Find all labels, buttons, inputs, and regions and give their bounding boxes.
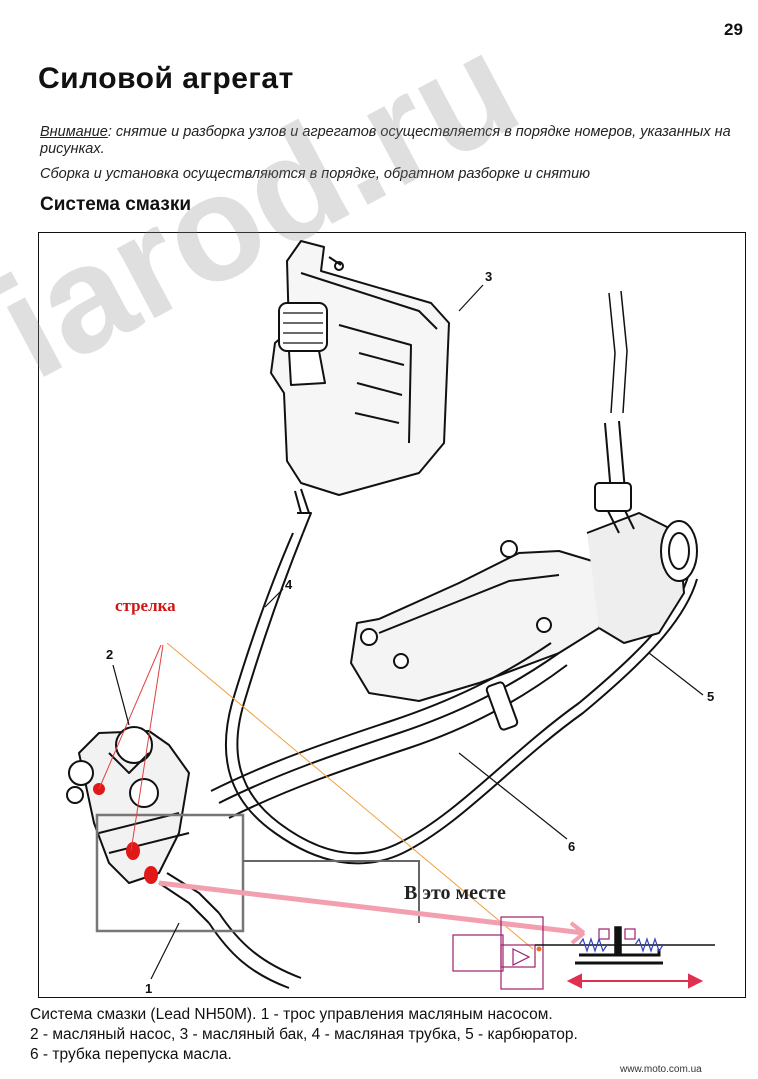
attention-note: Внимание: снятие и разборка узлов и агре… <box>40 124 740 158</box>
footer-url: www.moto.com.ua <box>620 1064 702 1075</box>
label-number-5: 5 <box>707 689 714 704</box>
label-number-6: 6 <box>568 839 575 854</box>
page-number: 29 <box>724 20 743 39</box>
label-number-2: 2 <box>106 647 113 662</box>
caption-line-2: 2 - масляный насос, 3 - масляный бак, 4 … <box>30 1026 578 1043</box>
figure-caption: Система смазки (Lead NH50M). 1 - трос уп… <box>30 1005 745 1065</box>
pump-schematic <box>452 916 636 990</box>
page-title: Силовой агрегат <box>38 62 294 95</box>
caption-line-3: 6 - трубка перепуска масла. <box>30 1046 232 1063</box>
label-number-3: 3 <box>485 269 492 284</box>
lubrication-system-figure: 3 4 5 6 2 1 <box>38 232 746 998</box>
oil-tank-drawing <box>270 240 450 534</box>
section-title: Система смазки <box>40 194 192 215</box>
carburetor-drawing <box>350 290 698 702</box>
label-number-1: 1 <box>145 981 152 996</box>
oil-pump-drawing <box>66 726 302 989</box>
figure-drawing: 3 4 5 6 2 1 <box>66 240 715 996</box>
attention-text: : снятие и разборка узлов и агрегатов ос… <box>40 124 731 157</box>
callout-arrow-label: стрелка <box>115 596 176 615</box>
attention-label: Внимание <box>40 124 108 140</box>
callout-location-label: В это месте <box>404 882 506 904</box>
assembly-note: Сборка и установка осуществляются в поря… <box>40 166 591 182</box>
caption-line-1: Система смазки (Lead NH50M). 1 - трос уп… <box>30 1006 553 1023</box>
label-number-4: 4 <box>285 577 293 592</box>
